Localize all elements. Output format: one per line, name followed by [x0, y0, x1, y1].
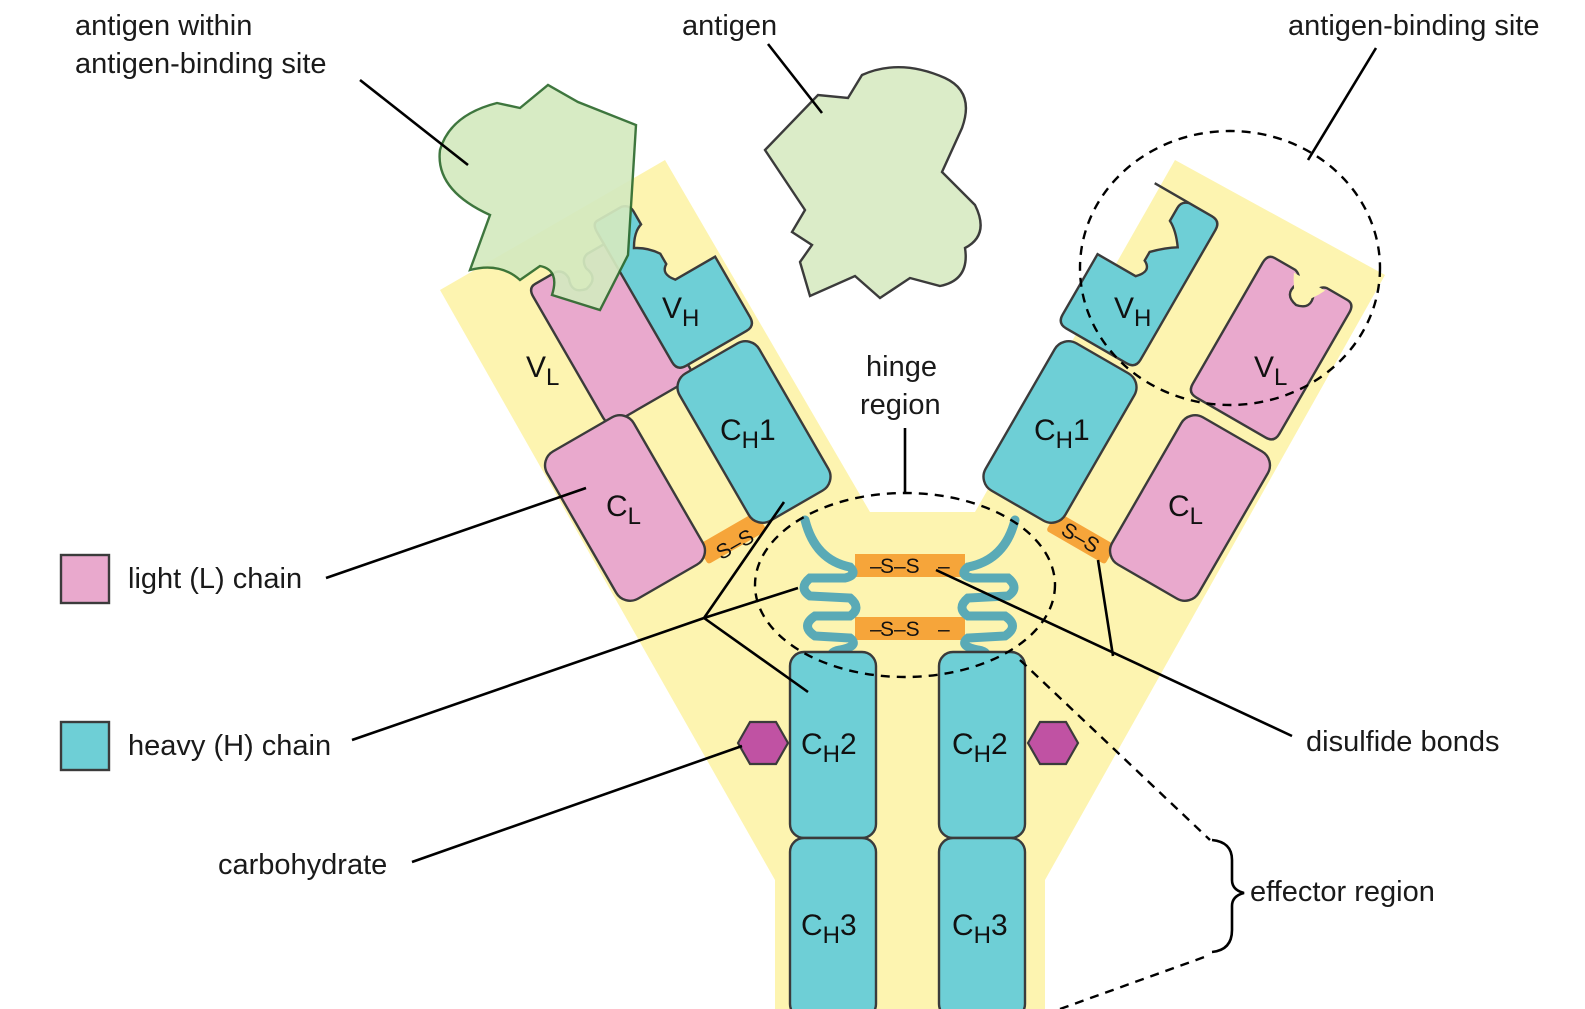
svg-text:–: – — [870, 555, 882, 578]
label-antigen: antigen — [682, 10, 777, 42]
left-vh-domain — [593, 204, 754, 369]
right-cl-domain — [1108, 414, 1272, 602]
legend-heavy-chain-swatch — [59, 720, 111, 772]
label-vl-left: VL — [526, 351, 559, 391]
svg-text:–: – — [938, 618, 950, 641]
label-ch2-right: CH2 — [952, 728, 1008, 768]
left-ch3-domain — [788, 836, 878, 1009]
bound-antigen-shape — [438, 83, 638, 312]
leader-antigen-within — [359, 78, 469, 167]
hinge-region-outline — [753, 491, 1057, 679]
label-carbohydrate: carbohydrate — [218, 849, 387, 881]
label-hinge-line2: region — [860, 389, 941, 421]
effector-region-brace — [1211, 838, 1245, 954]
left-ch1-domain — [676, 340, 832, 524]
hinge-chain-right — [957, 515, 1020, 665]
carbohydrate-left-icon — [736, 720, 790, 766]
label-ch2-left: CH2 — [801, 728, 857, 768]
leader-heavy-chain — [351, 501, 809, 742]
antigen-binding-site-outline — [1078, 129, 1382, 407]
label-disulfide-bonds: disulfide bonds — [1306, 726, 1499, 758]
label-antigen-within-line2: antigen-binding site — [75, 48, 327, 80]
carbohydrate-right-icon — [1026, 720, 1080, 766]
label-ch1-right: CH1 — [1034, 414, 1090, 454]
label-cl-left: CL — [606, 490, 641, 530]
leader-carbohydrate — [411, 744, 743, 864]
label-vl-right: VL — [1254, 351, 1287, 391]
leader-antigen — [766, 43, 824, 114]
legend-light-chain-swatch — [59, 553, 111, 605]
svg-text:–: – — [870, 618, 882, 641]
label-ch3-right: CH3 — [952, 909, 1008, 949]
svg-text:S–S: S–S — [880, 618, 920, 641]
right-vl-domain — [1189, 255, 1353, 441]
disulfide-bond-hinge-upper: – S–S – — [855, 554, 965, 578]
right-ch1-domain — [982, 340, 1138, 524]
label-light-chain: light (L) chain — [128, 563, 302, 595]
svg-text:S–S: S–S — [880, 555, 920, 578]
label-ch1-left: CH1 — [720, 414, 776, 454]
label-hinge-line1: hinge — [866, 351, 937, 383]
label-cl-right: CL — [1168, 490, 1203, 530]
right-ch3-domain — [937, 836, 1027, 1009]
left-cl-domain — [543, 414, 707, 602]
label-vh-right: VH — [1114, 292, 1151, 332]
right-vh-domain — [1059, 182, 1219, 367]
label-antigen-binding-site: antigen-binding site — [1288, 10, 1540, 42]
disulfide-bond-hinge-lower: – S–S – — [855, 617, 965, 641]
effector-region-guide — [1019, 659, 1211, 1009]
label-ch3-left: CH3 — [801, 909, 857, 949]
leader-light-chain — [325, 486, 587, 580]
free-antigen-shape — [763, 66, 982, 300]
label-effector-region: effector region — [1250, 876, 1435, 908]
label-antigen-within-line1: antigen within — [75, 10, 252, 42]
leader-disulfide-bonds — [935, 559, 1293, 738]
label-vh-left: VH — [662, 292, 699, 332]
hinge-chain-left — [799, 515, 861, 665]
leader-antigen-binding-site — [1306, 47, 1378, 161]
label-heavy-chain: heavy (H) chain — [128, 730, 331, 762]
